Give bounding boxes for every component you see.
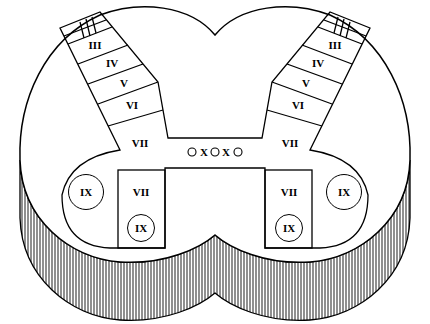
lamina-label: IX — [338, 187, 350, 198]
lamina-label: VII — [132, 138, 149, 149]
central-canal — [188, 148, 242, 156]
lamina-label: IX — [135, 223, 147, 234]
lamina-label: X — [222, 147, 230, 158]
lamina-label: IV — [106, 58, 118, 69]
lamina-circle: IX — [68, 174, 104, 210]
grey-matter-left — [60, 12, 215, 248]
lamina-circle: IX — [127, 214, 155, 242]
grey-matter-right — [215, 12, 370, 248]
lamina-label: VII — [133, 187, 150, 198]
lamina-label: IV — [312, 58, 324, 69]
lamina-label: VII — [282, 138, 299, 149]
cord-outline — [20, 7, 410, 263]
lamina-label: V — [120, 78, 128, 89]
lamina-label: VI — [292, 100, 304, 111]
lamina-label: IX — [80, 187, 92, 198]
lamina-label: III — [329, 40, 342, 51]
lamina-label: III — [89, 40, 102, 51]
lamina-label: VI — [126, 100, 138, 111]
lamina-label: V — [302, 78, 310, 89]
lamina-circle: IX — [326, 174, 362, 210]
lamina-label: X — [200, 147, 208, 158]
lamina-label: IX — [283, 223, 295, 234]
lamina-label: VII — [281, 187, 298, 198]
lamina-circle: IX — [275, 214, 303, 242]
